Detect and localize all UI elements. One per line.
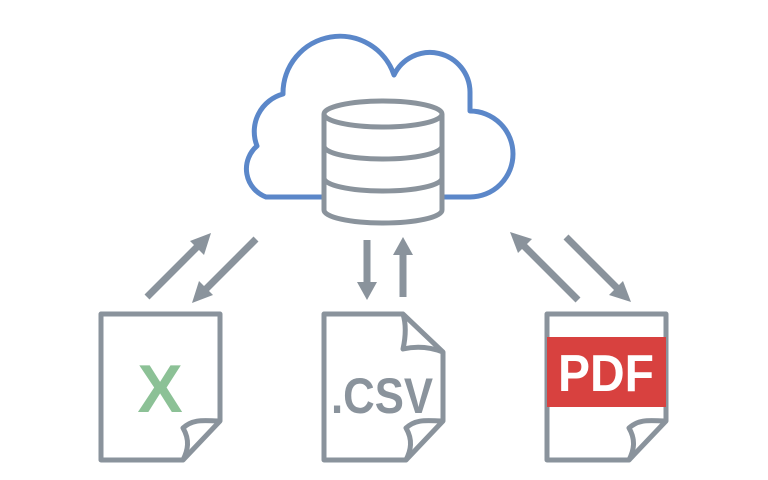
arrow-icon bbox=[192, 236, 259, 303]
arrow-icon bbox=[357, 240, 377, 300]
pdf-label: PDF bbox=[558, 345, 654, 403]
pdf-label-background bbox=[547, 337, 666, 407]
excel-file-icon: X bbox=[98, 311, 223, 463]
arrow-icon bbox=[510, 232, 581, 303]
arrow-icon bbox=[563, 234, 631, 302]
csv-label: .CSV bbox=[331, 368, 434, 424]
arrow-icon bbox=[393, 237, 413, 297]
pdf-sync-arrows bbox=[510, 232, 631, 303]
excel-sync-arrows bbox=[144, 233, 259, 303]
csv-file-icon: .CSV bbox=[321, 311, 446, 463]
arrow-icon bbox=[144, 233, 211, 300]
pdf-file-icon: PDF bbox=[544, 311, 669, 463]
excel-glyph: X bbox=[137, 351, 182, 427]
database-icon bbox=[321, 98, 445, 226]
csv-sync-arrows bbox=[357, 237, 413, 300]
